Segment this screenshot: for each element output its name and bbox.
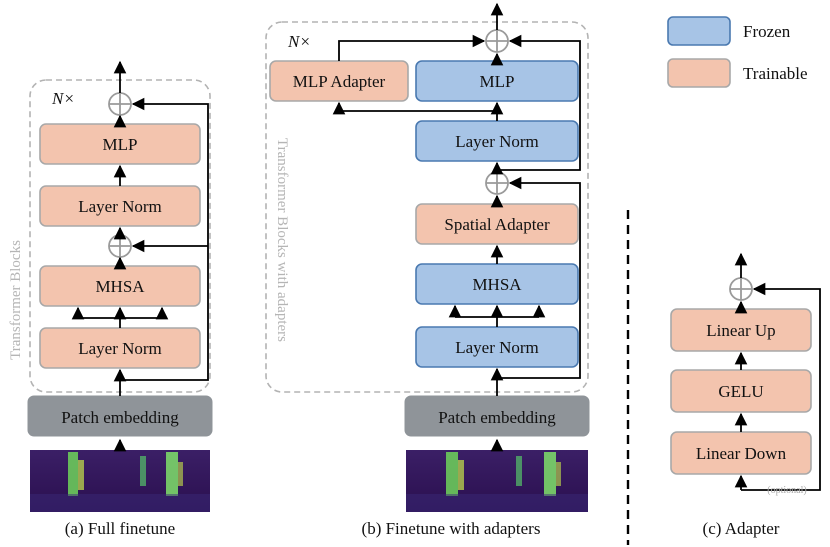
panel-a-patch-embedding-label: Patch embedding	[61, 408, 179, 427]
panel-a-repeat-label: N×	[51, 89, 75, 108]
panel-b-connectors	[332, 2, 581, 452]
panel-a-layer-norm-bottom-label: Layer Norm	[78, 339, 162, 358]
panel-b-layer-norm-top-label: Layer Norm	[455, 132, 539, 151]
panel-c-gelu-label: GELU	[718, 382, 763, 401]
panel-b-finetune-adapters: N× Transformer Blocks with adapters Patc…	[265, 2, 590, 538]
panel-b-group-label: Transformer Blocks with adapters	[274, 138, 290, 342]
panel-c-linear-up-label: Linear Up	[706, 321, 775, 340]
legend: Frozen Trainable	[667, 16, 808, 88]
panel-b-mlp-adapter-label: MLP Adapter	[293, 72, 386, 91]
legend-trainable-label: Trainable	[743, 64, 808, 83]
panel-b-spatial-adapter-label: Spatial Adapter	[444, 215, 550, 234]
panel-b-layer-norm-bottom-label: Layer Norm	[455, 338, 539, 357]
legend-frozen-label: Frozen	[743, 22, 791, 41]
panel-b-patch-embedding-label: Patch embedding	[438, 408, 556, 427]
panel-b-caption: (b) Finetune with adapters	[362, 519, 541, 538]
panel-b-add-icon-mid	[485, 171, 509, 195]
legend-frozen-swatch	[667, 16, 731, 46]
panel-b-transformer-group	[265, 21, 589, 393]
panel-b-mlp-label: MLP	[480, 72, 515, 91]
panel-c-add-icon	[729, 277, 753, 301]
panel-a-spectrogram	[30, 450, 210, 512]
panel-a-group-label: Transformer Blocks	[8, 240, 24, 360]
panel-a-add-icon-mid	[108, 234, 132, 258]
panel-c-caption: (c) Adapter	[703, 519, 780, 538]
panel-c-adapter: Linear Up GELU Linear Down (optional) (c…	[670, 252, 821, 538]
panel-a-layer-norm-top-label: Layer Norm	[78, 197, 162, 216]
panel-c-connectors	[734, 252, 821, 491]
panel-a-caption: (a) Full finetune	[65, 519, 175, 538]
panel-b-add-icon-top	[485, 29, 509, 53]
panel-a-full-finetune: N× Transformer Blocks Patch embedding ML…	[8, 60, 213, 538]
panel-a-mhsa-label: MHSA	[95, 277, 145, 296]
panel-a-connectors	[71, 60, 209, 452]
panel-a-add-icon-top	[108, 92, 132, 116]
legend-trainable-swatch	[667, 58, 731, 88]
panel-a-mlp-label: MLP	[103, 135, 138, 154]
panel-b-mhsa-label: MHSA	[472, 275, 522, 294]
panel-c-linear-down-label: Linear Down	[696, 444, 787, 463]
panel-b-spectrogram	[406, 450, 588, 512]
panel-c-optional-label: (optional)	[767, 485, 806, 496]
panel-b-repeat-label: N×	[287, 32, 311, 51]
